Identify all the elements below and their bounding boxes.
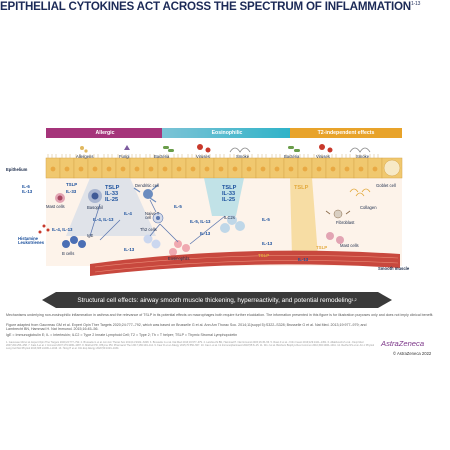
trigger-icons: [80, 144, 371, 153]
cytokine-il6-il13: IL-6 IL-13: [22, 184, 33, 194]
band-eosinophilic-label: Eosinophilic: [211, 130, 243, 136]
illustration: [38, 144, 403, 276]
cytokine-il4: IL-4: [124, 211, 132, 216]
footer-paragraph-1: Mechanisms underlying non-eosinophilic i…: [6, 313, 434, 317]
label-smoke-2: Smoke: [356, 154, 370, 159]
label-naive-t-cell: Naive T cell: [145, 211, 160, 221]
cone-allergic: [66, 178, 156, 236]
cytokine-tslp-t2: TSLP: [294, 185, 309, 191]
label-histamine-leukotrienes: Histamine Leukotrienes: [18, 236, 45, 246]
band-t2-label: T2-independent effects: [317, 130, 375, 136]
cytokine-tslp-low: TSLP: [316, 245, 328, 250]
label-fibroblast: Fibroblast: [336, 220, 355, 225]
label-ige: IgE: [87, 233, 94, 238]
cytokine-il5-b: IL-5: [262, 217, 270, 222]
label-mast-cells-1: Mast cells: [46, 204, 65, 209]
cytokine-il13-a: IL-13: [124, 247, 135, 252]
copyright: © AstraZeneca 2022: [393, 351, 432, 356]
smooth-muscle: [90, 250, 400, 276]
immune-cells: [38, 184, 371, 256]
cytokine-il13-c: IL-13: [200, 231, 211, 236]
cone-t2: [290, 178, 318, 256]
footer-paragraph-2: Figure adapted from Gauvreau GM et al. E…: [6, 323, 367, 332]
banner-refs: 1,2: [351, 298, 357, 302]
label-bacteria-1: Bacteria: [154, 154, 170, 159]
footer-references: 1. Gauvreau GM et al. Expert Opin Ther T…: [6, 341, 375, 350]
cone-eosinophilic: [204, 178, 244, 216]
label-goblet-cell: Goblet cell: [376, 183, 396, 188]
cytokine-il4-il13-b: IL-4, IL-13: [52, 227, 73, 232]
page-title: EPITHELIAL CYTOKINES ACT ACROSS THE SPEC…: [0, 0, 440, 13]
epithelium-cells: [45, 154, 403, 179]
cytokine-group-allergic: TSLP IL-33 IL-25: [105, 185, 120, 204]
band-t2-independent: T2-independent effects: [290, 128, 402, 138]
label-basophil: Basophil: [87, 205, 104, 210]
title-refs: 1-13: [410, 1, 421, 8]
label-b-cells: B cells: [62, 251, 75, 256]
cytokine-il4-il13: IL-4, IL-13: [93, 217, 114, 222]
label-allergens: Allergens: [76, 154, 94, 159]
band-allergic: Allergic: [46, 128, 164, 138]
cytokine-il5-il13: IL-5, IL-13: [190, 219, 211, 224]
cytokine-tslp-mast: TSLP: [258, 253, 270, 258]
astrazeneca-logo: AstraZeneca: [381, 339, 425, 348]
label-th2-cells: Th2 cells: [140, 227, 157, 232]
label-mast-cells-2: Mast cells: [340, 243, 359, 248]
label-smoke-1: Smoke: [236, 154, 250, 159]
cytokine-group-eosinophilic: TSLP IL-33 IL-25: [222, 185, 237, 204]
cytokine-tslp-small: TSLP: [66, 182, 78, 187]
title-text: EPITHELIAL CYTOKINES ACT ACROSS THE SPEC…: [0, 0, 411, 13]
label-epithelium: Epithelium: [6, 167, 28, 172]
cytokine-il13-b: IL-13: [262, 241, 273, 246]
label-eosinophils: Eosinophils: [168, 256, 190, 261]
label-smooth-muscle: Smooth muscle: [378, 266, 410, 271]
band-allergic-label: Allergic: [95, 130, 115, 136]
cytokine-il33-small: IL-33: [66, 189, 77, 194]
footer-paragraph-3: IgE = Immunoglobulin E; IL = Interleukin…: [6, 333, 238, 337]
label-dendritic-cell: Dendritic cell: [135, 183, 159, 188]
structural-effects-banner: Structural cell effects: airway smooth m…: [42, 292, 392, 308]
label-viruses-1: Viruses: [196, 154, 210, 159]
label-viruses-2: Viruses: [316, 154, 330, 159]
cytokine-il5: IL-5: [174, 204, 182, 209]
label-fungi: Fungi: [119, 154, 130, 159]
banner-text: Structural cell effects: airway smooth m…: [77, 296, 352, 304]
label-ilc2s: ILC2s: [224, 215, 235, 220]
label-collagen: Collagen: [360, 205, 377, 210]
band-eosinophilic: Eosinophilic: [162, 128, 292, 138]
label-bacteria-2: Bacteria: [284, 154, 300, 159]
signal-arrows: [89, 199, 226, 245]
cytokine-il13-low: IL-13: [298, 257, 309, 262]
